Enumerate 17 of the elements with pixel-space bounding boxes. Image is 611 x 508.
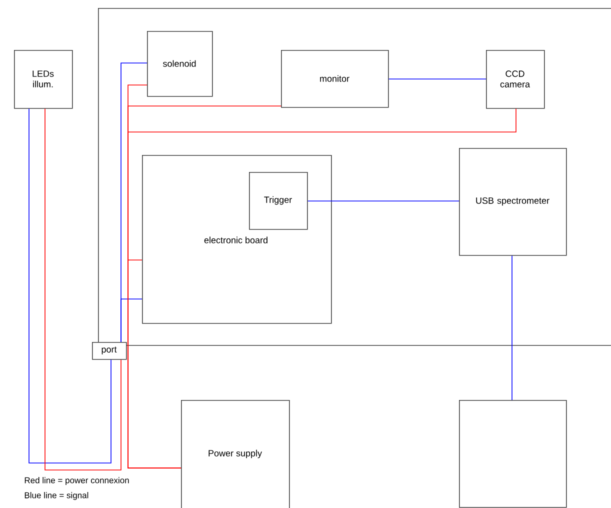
component-box: Power supply [181,400,290,508]
wire [28,108,112,464]
wire [44,108,122,470]
component-box: solenoid [147,31,213,97]
legend-note: Red line = power connexion [24,477,129,485]
wire [128,260,182,468]
wire [388,78,486,80]
component-box [459,400,567,508]
component-box: CCD camera [486,50,545,109]
component-box: Trigger [249,172,308,230]
wire [120,298,142,342]
component-box: USB spectrometer [459,148,567,256]
legend-note: Blue line = signal [24,492,88,500]
component-box: monitor [281,50,389,108]
port-tab: port [92,342,127,360]
wire [307,200,460,202]
component-box: LEDs illum. [14,50,73,109]
